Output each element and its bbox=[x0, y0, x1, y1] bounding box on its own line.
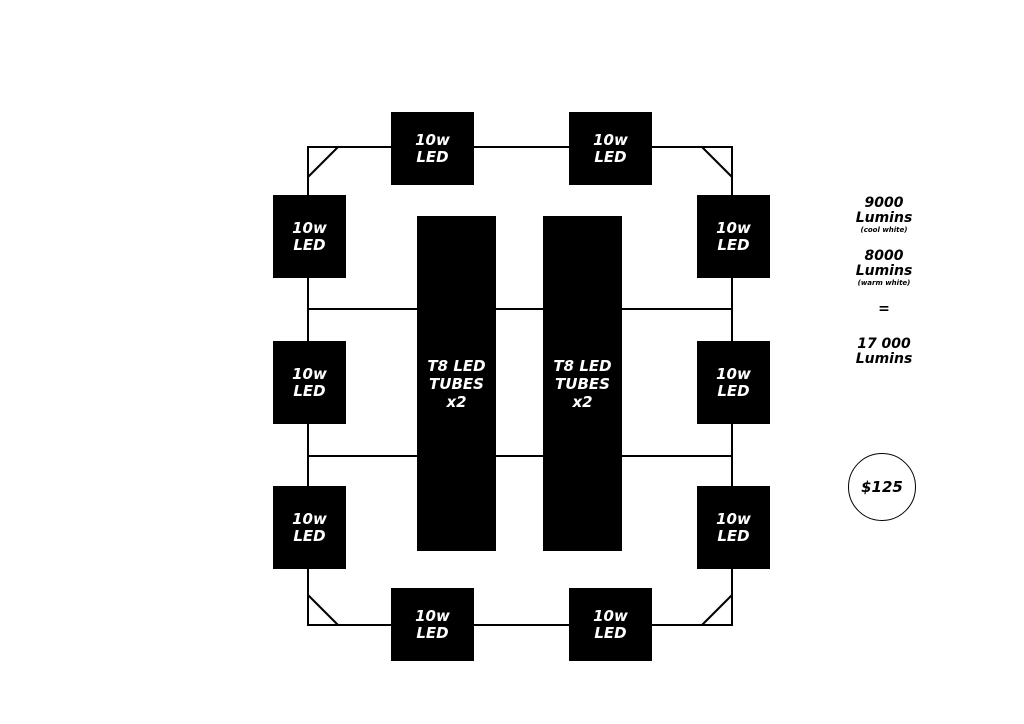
tube-type-label: T8 LED bbox=[427, 356, 486, 375]
tube-count-label: x2 bbox=[572, 392, 593, 411]
cool-lumens-value: 9000 bbox=[864, 195, 904, 211]
led-module-left-middle: 10w LED bbox=[273, 341, 346, 424]
price-badge: $125 bbox=[848, 453, 916, 521]
t8-tube-left: T8 LED TUBES x2 bbox=[417, 216, 496, 551]
warm-white-note: (warm white) bbox=[857, 279, 911, 287]
led-module-bottom-left: 10w LED bbox=[391, 588, 474, 661]
total-lumens-unit: Lumins bbox=[855, 351, 913, 367]
cool-lumens-unit: Lumins bbox=[855, 210, 913, 226]
led-wattage-label: 10w bbox=[716, 218, 751, 237]
led-type-label: LED bbox=[717, 381, 750, 400]
led-wattage-label: 10w bbox=[415, 606, 450, 625]
tube-type-label: T8 LED bbox=[553, 356, 612, 375]
led-type-label: LED bbox=[717, 235, 750, 254]
led-type-label: LED bbox=[594, 147, 627, 166]
tube-count-label: x2 bbox=[446, 392, 467, 411]
total-lumens-spec: 17 000 Lumins bbox=[834, 337, 934, 367]
led-type-label: LED bbox=[416, 623, 449, 642]
led-wattage-label: 10w bbox=[292, 364, 327, 383]
led-wattage-label: 10w bbox=[593, 130, 628, 149]
led-type-label: LED bbox=[293, 235, 326, 254]
led-module-bottom-right: 10w LED bbox=[569, 588, 652, 661]
corner-diagonal-bottom-right bbox=[701, 594, 733, 626]
led-module-top-left: 10w LED bbox=[391, 112, 474, 185]
led-wattage-label: 10w bbox=[415, 130, 450, 149]
t8-tube-right: T8 LED TUBES x2 bbox=[543, 216, 622, 551]
cool-white-spec: 9000 Lumins (cool white) bbox=[834, 196, 934, 235]
led-type-label: LED bbox=[293, 526, 326, 545]
warm-white-spec: 8000 Lumins (warm white) bbox=[834, 249, 934, 288]
led-type-label: LED bbox=[416, 147, 449, 166]
tube-name-label: TUBES bbox=[555, 374, 610, 393]
led-wattage-label: 10w bbox=[716, 364, 751, 383]
led-wattage-label: 10w bbox=[292, 509, 327, 528]
led-wattage-label: 10w bbox=[292, 218, 327, 237]
led-wattage-label: 10w bbox=[593, 606, 628, 625]
total-lumens-value: 17 000 bbox=[857, 336, 911, 352]
cool-white-note: (cool white) bbox=[860, 226, 908, 234]
corner-diagonal-top-right bbox=[701, 146, 733, 178]
led-type-label: LED bbox=[594, 623, 627, 642]
tube-name-label: TUBES bbox=[429, 374, 484, 393]
led-module-right-middle: 10w LED bbox=[697, 341, 770, 424]
corner-diagonal-bottom-left bbox=[307, 594, 339, 626]
led-module-right-lower: 10w LED bbox=[697, 486, 770, 569]
outer-frame-line bbox=[307, 146, 733, 626]
led-type-label: LED bbox=[293, 381, 326, 400]
led-module-top-right: 10w LED bbox=[569, 112, 652, 185]
corner-diagonal-top-left bbox=[307, 146, 339, 178]
warm-lumens-unit: Lumins bbox=[855, 263, 913, 279]
led-module-left-lower: 10w LED bbox=[273, 486, 346, 569]
led-module-right-upper: 10w LED bbox=[697, 195, 770, 278]
equals-sign: = bbox=[878, 301, 890, 317]
led-wattage-label: 10w bbox=[716, 509, 751, 528]
led-module-left-upper: 10w LED bbox=[273, 195, 346, 278]
led-type-label: LED bbox=[717, 526, 750, 545]
warm-lumens-value: 8000 bbox=[864, 248, 904, 264]
